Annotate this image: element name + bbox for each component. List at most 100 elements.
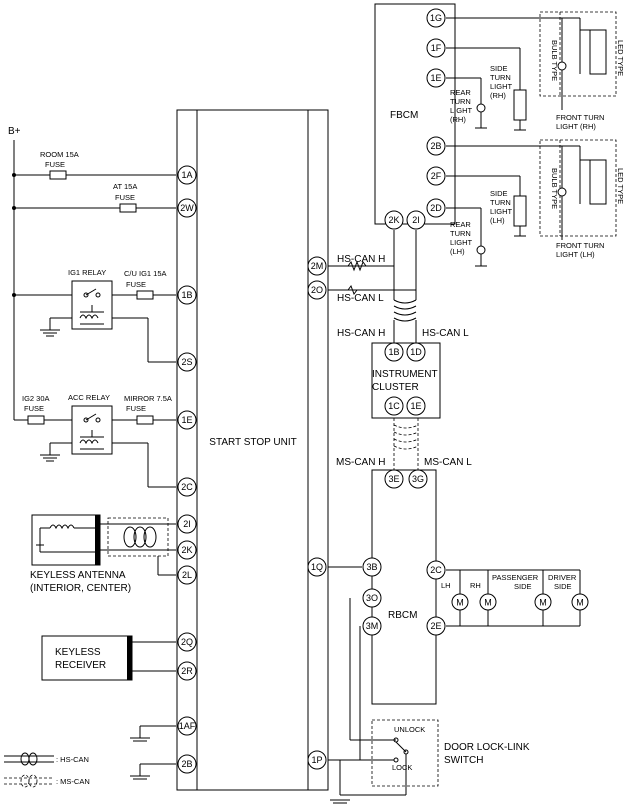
- svg-text:M: M: [484, 597, 492, 607]
- svg-text:3B: 3B: [366, 562, 377, 572]
- pin-ssu-left-0: 1A: [177, 165, 197, 185]
- svg-text:2Q: 2Q: [181, 637, 193, 647]
- svg-text:1P: 1P: [311, 755, 322, 765]
- pin-ssu-left-12: 2B: [177, 754, 197, 774]
- pin-instrument-1: 1D: [406, 342, 426, 362]
- svg-text:M: M: [456, 597, 464, 607]
- at-fuse-sub: FUSE: [115, 193, 135, 202]
- svg-text:1E: 1E: [410, 401, 421, 411]
- ms-can-l-label: MS-CAN L: [424, 457, 472, 468]
- start-stop-unit-label: START STOP UNIT: [209, 437, 296, 448]
- ig2-fuse-sub: FUSE: [24, 404, 44, 413]
- acc-relay-label: ACC RELAY: [68, 393, 110, 402]
- side-rh-1: SIDE: [490, 64, 508, 73]
- ground-1af: [130, 725, 176, 742]
- svg-text:2D: 2D: [430, 203, 442, 213]
- rear-rh-1: REAR: [450, 88, 471, 97]
- door-switch-label-1: DOOR LOCK-LINK: [444, 742, 530, 753]
- ig1-relay: IG1 RELAY C/U IG1 15A FUSE: [14, 268, 176, 363]
- svg-text:2L: 2L: [182, 570, 192, 580]
- rear-rh-3: LIGHT: [450, 106, 473, 115]
- svg-text:3M: 3M: [366, 621, 379, 631]
- pin-instrument-2: 1C: [384, 396, 404, 416]
- hs-can-wiring: HS-CAN H HS-CAN L HS-CAN H HS-CAN L: [328, 230, 469, 352]
- mirror-fuse-label: MIRROR 7.5A: [124, 394, 172, 403]
- door-switch-label-2: SWITCH: [444, 755, 483, 766]
- pin-rbcm-4: 3M: [362, 616, 382, 636]
- svg-text:2R: 2R: [181, 666, 193, 676]
- keyless-antenna-sub: (INTERIOR, CENTER): [30, 583, 131, 594]
- side-rh-2: TURN: [490, 73, 511, 82]
- svg-text:3G: 3G: [412, 474, 424, 484]
- pin-ssu-left-9: 2Q: [177, 632, 197, 652]
- pin-ssu-left-6: 2I: [177, 514, 197, 534]
- rbcm: RBCM LH RH PASSENGER SIDE DRIVER SIDE M …: [328, 469, 589, 705]
- pin-ssu-left-10: 2R: [177, 661, 197, 681]
- pin-rbcm-1: 3G: [408, 469, 428, 489]
- hs-can-h-ic: HS-CAN H: [337, 328, 385, 339]
- front-lh-2: LIGHT (LH): [556, 250, 595, 259]
- lock-label: LOCK: [392, 763, 412, 772]
- pin-fbcm-5: 2D: [426, 198, 446, 218]
- pin-ssu-right-3: 1P: [307, 750, 327, 770]
- door-lock-link-switch: UNLOCK LOCK DOOR LOCK-LINK SWITCH: [328, 598, 530, 804]
- front-lh-1: FRONT TURN: [556, 241, 604, 250]
- svg-text:2O: 2O: [311, 285, 323, 295]
- rear-lh-1: REAR: [450, 220, 471, 229]
- svg-text:1E: 1E: [430, 73, 441, 83]
- svg-text:1F: 1F: [431, 43, 442, 53]
- motor-icon-passenger: M: [534, 593, 552, 611]
- acc-relay: ACC RELAY IG2 30A FUSE MIRROR 7.5A FUSE: [14, 393, 176, 488]
- motor-icon-lh: M: [451, 593, 469, 611]
- hs-can-h-ssu: HS-CAN H: [337, 254, 385, 265]
- bulb-type-lh: BULB TYPE: [550, 168, 559, 209]
- cu-ig1-fuse-label: C/U IG1 15A: [124, 269, 167, 278]
- svg-text:2I: 2I: [183, 519, 191, 529]
- rear-lh-4: (LH): [450, 247, 465, 256]
- led-type-lh: LED TYPE: [616, 168, 625, 204]
- rear-rh-4: (RH): [450, 115, 466, 124]
- keyless-receiver-sub: RECEIVER: [55, 660, 106, 671]
- fbcm-label: FBCM: [390, 110, 418, 121]
- svg-text:2S: 2S: [181, 357, 192, 367]
- connector-pins: 1A 2W 1B 2S 1E 2C 2I 2K 2L 2Q 2R 1AF 2B 2M 2O 1Q 1P 1G 1F 1…: [177, 8, 446, 774]
- svg-text:2C: 2C: [430, 565, 442, 575]
- pin-fbcm-1: 1F: [426, 38, 446, 58]
- instrument-label-2: CLUSTER: [372, 382, 419, 393]
- at-fuse-label: AT 15A: [113, 182, 137, 191]
- unlock-label: UNLOCK: [394, 725, 425, 734]
- supply-label: B+: [8, 126, 21, 137]
- pin-ssu-left-11: 1AF: [177, 716, 197, 736]
- pin-rbcm-3: 3O: [362, 588, 382, 608]
- rbcm-label: RBCM: [388, 610, 417, 621]
- svg-text:1G: 1G: [430, 13, 442, 23]
- pin-ssu-left-7: 2K: [177, 540, 197, 560]
- svg-text:2I: 2I: [412, 215, 420, 225]
- svg-text:1B: 1B: [181, 290, 192, 300]
- keyless-antenna-label: KEYLESS ANTENNA: [30, 570, 126, 581]
- motor-icon-rh: M: [479, 593, 497, 611]
- motor-passenger-2: SIDE: [514, 582, 532, 591]
- side-lh-4: (LH): [490, 216, 505, 225]
- svg-text:2W: 2W: [180, 203, 194, 213]
- pin-instrument-0: 1B: [384, 342, 404, 362]
- pin-ssu-left-4: 1E: [177, 410, 197, 430]
- motor-icon-driver: M: [571, 593, 589, 611]
- side-lh-3: LIGHT: [490, 207, 513, 216]
- hs-can-l-ic: HS-CAN L: [422, 328, 469, 339]
- pin-ssu-right-2: 1Q: [307, 557, 327, 577]
- side-rh-3: LIGHT: [490, 82, 513, 91]
- instrument-label-1: INSTRUMENT: [372, 369, 438, 380]
- svg-text:3O: 3O: [366, 593, 378, 603]
- keyless-antenna: KEYLESS ANTENNA (INTERIOR, CENTER): [30, 514, 176, 594]
- keyless-receiver: KEYLESS RECEIVER: [41, 635, 176, 681]
- svg-text:2K: 2K: [388, 215, 399, 225]
- side-rh-4: (RH): [490, 91, 506, 100]
- svg-text:2C: 2C: [181, 482, 193, 492]
- fbcm: FBCM: [374, 3, 456, 225]
- motor-driver-2: SIDE: [554, 582, 572, 591]
- side-lh-1: SIDE: [490, 189, 508, 198]
- pin-ssu-right-0: 2M: [307, 256, 327, 276]
- svg-text:1B: 1B: [388, 347, 399, 357]
